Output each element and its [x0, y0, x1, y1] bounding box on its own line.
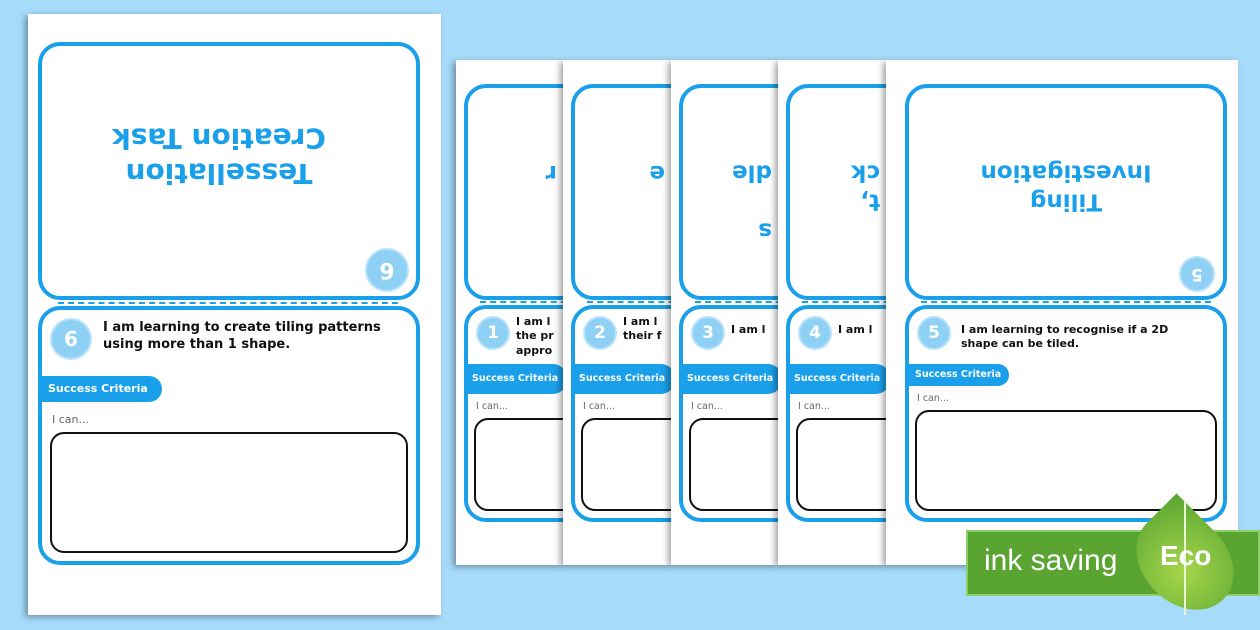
criteria-write-box[interactable] [915, 410, 1217, 511]
card-5-number-rotated: 5 [1179, 256, 1215, 292]
card-3-title-panel: s dle [679, 84, 778, 300]
ink-saving-label: ink saving [984, 544, 1118, 577]
cut-line [921, 301, 1211, 303]
success-criteria-tab: Success Criteria [42, 376, 162, 402]
eco-label: Eco [1160, 540, 1212, 571]
success-criteria-tab: Success Criteria [464, 364, 563, 394]
i-can-label: I can... [917, 393, 949, 404]
card-6-title: Tessellation Creation Task [112, 122, 326, 190]
cut-line [802, 301, 886, 303]
leaf-stem [1184, 500, 1186, 615]
card-4-title-panel: t, ck [786, 84, 886, 300]
criteria-write-box[interactable] [796, 418, 886, 511]
card-5-number: 5 [917, 316, 951, 350]
card-1-title: r [545, 159, 557, 186]
card-4-page: t, ck 4 I am l Success Criteria I can... [778, 60, 886, 565]
card-3-objective-panel: 3 I am l Success Criteria I can... [679, 305, 778, 522]
card-4-objective: I am l [838, 323, 873, 336]
card-2-title: e [649, 159, 665, 186]
card-3-title: s dle [732, 159, 772, 244]
card-3-number: 3 [691, 316, 725, 350]
i-can-label: I can... [52, 413, 89, 426]
card-4-title: t, ck [851, 159, 880, 215]
criteria-write-box[interactable] [50, 432, 408, 553]
criteria-write-box[interactable] [474, 418, 563, 511]
card-5-title-panel: Tiling Investigation 5 [905, 84, 1227, 300]
card-6-number-rotated: 6 [365, 248, 409, 292]
success-criteria-tab: Success Criteria [786, 364, 886, 394]
card-5-title: Tiling Investigation [980, 159, 1152, 215]
card-6-page: Tessellation Creation Task 6 6 I am lear… [28, 14, 441, 615]
card-3-page: s dle 3 I am l Success Criteria I can... [671, 60, 778, 565]
cut-line [587, 301, 671, 303]
criteria-write-box[interactable] [581, 418, 671, 511]
i-can-label: I can... [691, 401, 723, 412]
card-6-objective: I am learning to create tiling patterns … [103, 320, 381, 352]
card-5-objective: I am learning to recognise if a 2D shape… [961, 323, 1169, 351]
card-6-title-panel: Tessellation Creation Task 6 [38, 42, 420, 300]
card-3-objective: I am l [731, 323, 766, 336]
card-4-objective-panel: 4 I am l Success Criteria I can... [786, 305, 886, 522]
card-6-objective-panel: 6 I am learning to create tiling pattern… [38, 306, 420, 565]
i-can-label: I can... [798, 401, 830, 412]
card-2-objective: I am l their f [623, 315, 662, 343]
success-criteria-tab: Success Criteria [905, 364, 1009, 386]
cut-line [695, 301, 778, 303]
criteria-write-box[interactable] [689, 418, 778, 511]
card-1-title-panel: r [464, 84, 563, 300]
card-1-number: 1 [476, 316, 510, 350]
card-2-title-panel: e [571, 84, 671, 300]
success-criteria-tab: Success Criteria [571, 364, 671, 394]
card-5-page: Tiling Investigation 5 5 I am learning t… [886, 60, 1238, 565]
card-6-number: 6 [50, 318, 92, 360]
success-criteria-tab: Success Criteria [679, 364, 778, 394]
i-can-label: I can... [583, 401, 615, 412]
card-1-objective-panel: 1 I am l the pr appro Success Criteria I… [464, 305, 563, 522]
cut-line [58, 302, 398, 304]
card-2-number: 2 [583, 316, 617, 350]
cut-line [480, 301, 563, 303]
card-4-number: 4 [798, 316, 832, 350]
card-1-objective: I am l the pr appro [516, 315, 554, 357]
card-5-objective-panel: 5 I am learning to recognise if a 2D sha… [905, 305, 1227, 522]
card-2-page: e 2 I am l their f Success Criteria I ca… [563, 60, 671, 565]
i-can-label: I can... [476, 401, 508, 412]
card-1-page: r 1 I am l the pr appro Success Criteria… [456, 60, 563, 565]
card-2-objective-panel: 2 I am l their f Success Criteria I can.… [571, 305, 671, 522]
